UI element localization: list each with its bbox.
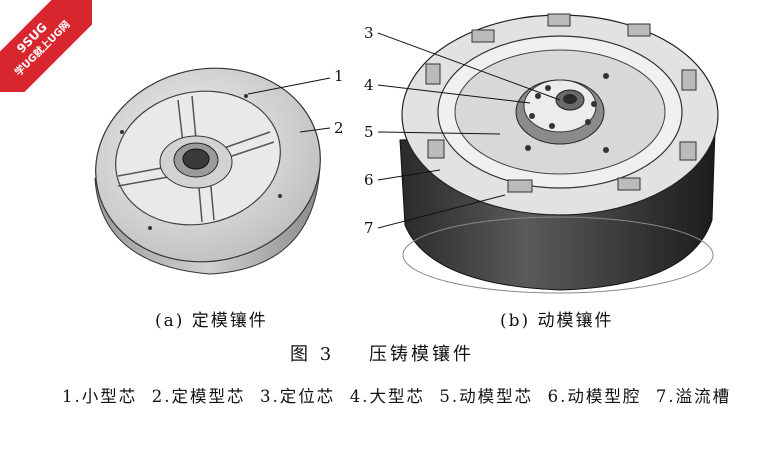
fixed-die-insert-drawing — [94, 67, 331, 275]
callout-5: 5 — [364, 123, 374, 141]
callout-3: 3 — [364, 24, 374, 42]
subcaption-a: (a) 定模镶件 — [155, 311, 268, 331]
figure-legend: 1.小型芯 2.定模型芯 3.定位芯 4.大型芯 5.动模型芯 6.动模型腔 7… — [62, 387, 732, 406]
die-casting-inserts-figure — [94, 13, 719, 294]
callout-1: 1 — [334, 67, 344, 85]
figure-title: 图 3 压铸模镶件 — [289, 344, 475, 365]
subcaption-b: (b) 动模镶件 — [500, 311, 614, 331]
watermark-badge: 9SUG 学UG就上UG网 — [0, 0, 92, 92]
callout-2: 2 — [334, 119, 344, 137]
callout-6: 6 — [364, 171, 374, 189]
moving-die-insert-drawing — [377, 13, 719, 294]
callout-4: 4 — [364, 76, 374, 94]
callout-7: 7 — [364, 219, 374, 237]
